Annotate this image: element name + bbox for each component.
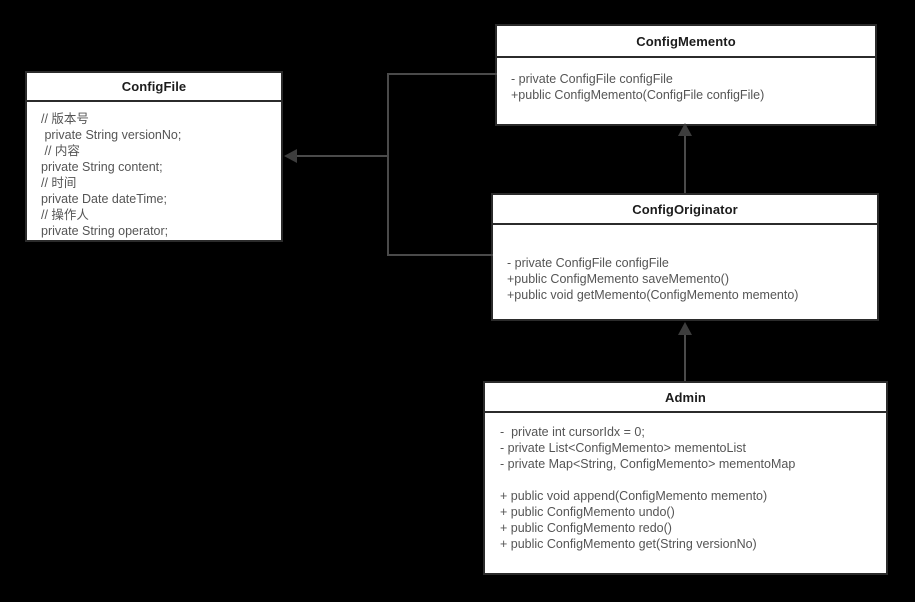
class-members-configoriginator: - private ConfigFile configFile +public … [493,225,877,319]
class-member: private String versionNo; [41,128,182,142]
class-members-configfile: // 版本号 private String versionNo; // 内容 p… [27,102,281,245]
class-member: +public void getMemento(ConfigMemento me… [507,288,799,302]
class-member: +public ConfigMemento saveMemento() [507,272,729,286]
class-title-configoriginator: ConfigOriginator [493,195,877,225]
class-title-configfile: ConfigFile [27,73,281,102]
class-member: +public ConfigMemento(ConfigFile configF… [511,88,765,102]
class-box-configfile[interactable]: ConfigFile // 版本号 private String version… [25,71,283,242]
class-member: private Date dateTime; [41,192,167,206]
connector-admin-originator-vertical [684,333,686,381]
connector-memento-configfile-top-segment [387,73,497,75]
class-member: // 操作人 [41,208,89,222]
class-member: - private Map<String, ConfigMemento> mem… [500,457,796,471]
class-member: + public ConfigMemento undo() [500,505,675,519]
connector-originator-memento-vertical [684,134,686,193]
class-member: - private ConfigFile configFile [511,72,673,86]
connector-originator-configfile-bottom-segment [387,254,493,256]
class-member-spacer [486,472,886,488]
class-box-admin[interactable]: Admin - private int cursorIdx = 0; - pri… [483,381,888,575]
class-member: // 内容 [41,144,80,158]
class-member: // 版本号 [41,112,89,126]
class-member: // 时间 [41,176,77,190]
arrowhead-into-configfile [284,149,297,163]
class-member: + public void append(ConfigMemento memen… [500,489,768,503]
class-member: - private ConfigFile configFile [507,256,669,270]
class-box-configmemento[interactable]: ConfigMemento - private ConfigFile confi… [495,24,877,126]
class-member: + public ConfigMemento get(String versio… [500,537,757,551]
arrowhead-into-configoriginator [678,322,692,335]
class-title-admin: Admin [485,383,886,413]
connector-to-configfile-horizontal [295,155,389,157]
class-title-configmemento: ConfigMemento [497,26,875,58]
class-member: - private List<ConfigMemento> mementoLis… [500,441,746,455]
arrowhead-into-configmemento [678,123,692,136]
class-members-configmemento: - private ConfigFile configFile +public … [497,58,875,124]
class-member: - private int cursorIdx = 0; [500,425,645,439]
class-member: + public ConfigMemento redo() [500,521,672,535]
class-box-configoriginator[interactable]: ConfigOriginator - private ConfigFile co… [491,193,879,321]
class-members-admin: - private int cursorIdx = 0; - private L… [485,413,886,573]
connector-originator-configfile-vertical [387,155,389,256]
class-member: private String content; [41,160,163,174]
connector-memento-configfile-vertical [387,73,389,157]
class-member: private String operator; [41,224,169,238]
class-member-spacer [493,239,877,255]
